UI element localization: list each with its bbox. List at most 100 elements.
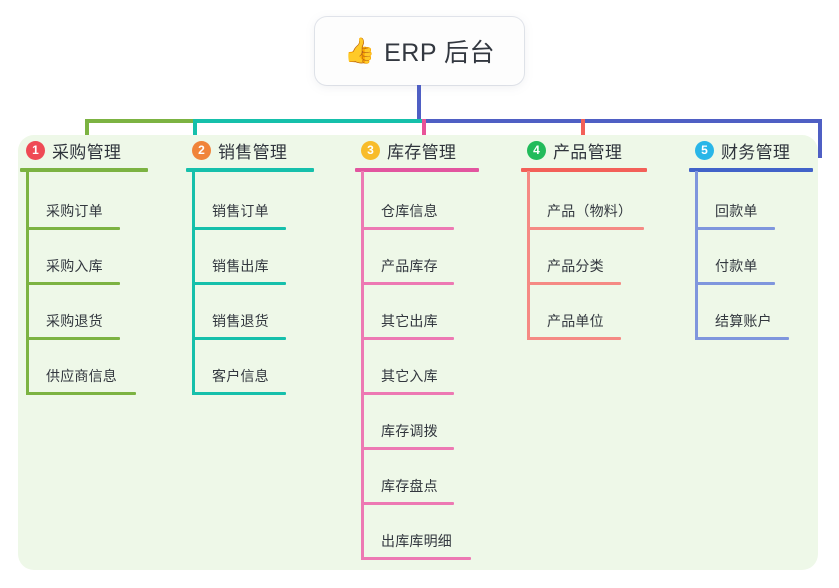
list-item-rule bbox=[361, 447, 454, 450]
list-item-rule bbox=[26, 282, 120, 285]
list-item-rule bbox=[527, 227, 644, 230]
list-item[interactable]: 销售出库 bbox=[192, 230, 306, 285]
list-item[interactable]: 库存盘点 bbox=[361, 450, 474, 505]
list-item-label: 回款单 bbox=[715, 203, 758, 219]
list-item[interactable]: 客户信息 bbox=[192, 340, 306, 395]
list-item-rule bbox=[26, 392, 136, 395]
list-item-rule bbox=[361, 557, 471, 560]
list-item-label: 客户信息 bbox=[212, 368, 269, 384]
list-item-rule bbox=[192, 337, 286, 340]
bus-teal-connector bbox=[193, 119, 422, 123]
list-item[interactable]: 结算账户 bbox=[695, 285, 809, 340]
list-item-label: 采购退货 bbox=[46, 313, 103, 329]
list-item[interactable]: 出库库明细 bbox=[361, 505, 491, 560]
list-item[interactable]: 回款单 bbox=[695, 175, 795, 230]
list-item-label: 库存盘点 bbox=[381, 478, 438, 494]
column-spine-inventory bbox=[361, 171, 364, 560]
root-node[interactable]: 👍 ERP 后台 bbox=[315, 17, 524, 85]
column-badge-sales: 2 bbox=[192, 140, 211, 160]
list-item[interactable]: 供应商信息 bbox=[26, 340, 156, 395]
column-rule-product bbox=[521, 168, 647, 172]
column-rule-inventory bbox=[355, 168, 479, 172]
list-item-rule bbox=[192, 227, 286, 230]
list-item[interactable]: 库存调拨 bbox=[361, 395, 474, 450]
list-item[interactable]: 采购入库 bbox=[26, 230, 140, 285]
list-item-rule bbox=[192, 392, 286, 395]
list-item-rule bbox=[26, 337, 120, 340]
bus-green-connector bbox=[85, 119, 193, 123]
list-item-label: 采购订单 bbox=[46, 203, 103, 219]
column-spine-finance bbox=[695, 171, 698, 340]
column-spine-product bbox=[527, 171, 530, 340]
list-item-label: 产品单位 bbox=[547, 313, 604, 329]
list-item-label: 付款单 bbox=[715, 258, 758, 274]
list-item-rule bbox=[695, 227, 775, 230]
column-header-purchase[interactable]: 1 采购管理 bbox=[20, 135, 148, 165]
list-item-label: 采购入库 bbox=[46, 258, 103, 274]
list-item-label: 产品分类 bbox=[547, 258, 604, 274]
column-badge-product: 4 bbox=[527, 140, 546, 160]
column-header-sales[interactable]: 2 销售管理 bbox=[186, 135, 314, 165]
list-item-label: 库存调拨 bbox=[381, 423, 438, 439]
column-header-product[interactable]: 4 产品管理 bbox=[521, 135, 647, 165]
list-item-label: 其它入库 bbox=[381, 368, 438, 384]
list-item[interactable]: 采购退货 bbox=[26, 285, 140, 340]
column-sales: 2 销售管理销售订单销售出库销售退货客户信息 bbox=[186, 135, 314, 395]
column-title-inventory: 库存管理 bbox=[387, 142, 457, 162]
list-item-rule bbox=[695, 337, 789, 340]
list-item-label: 出库库明细 bbox=[381, 533, 452, 549]
list-item[interactable]: 销售退货 bbox=[192, 285, 306, 340]
thumbs-up-icon: 👍 bbox=[343, 36, 376, 65]
list-item-label: 销售退货 bbox=[212, 313, 269, 329]
column-title-sales: 销售管理 bbox=[218, 142, 288, 162]
list-item-label: 产品（物料） bbox=[547, 203, 633, 219]
list-item-label: 销售订单 bbox=[212, 203, 269, 219]
bus-blue-connector bbox=[422, 119, 820, 123]
list-item[interactable]: 产品库存 bbox=[361, 230, 474, 285]
column-header-inventory[interactable]: 3 库存管理 bbox=[355, 135, 479, 165]
list-item-label: 其它出库 bbox=[381, 313, 438, 329]
list-item-rule bbox=[361, 392, 454, 395]
root-title: ERP 后台 bbox=[384, 39, 496, 67]
column-title-purchase: 采购管理 bbox=[52, 142, 122, 162]
list-item[interactable]: 产品（物料） bbox=[527, 175, 664, 230]
list-item-rule bbox=[361, 282, 454, 285]
list-item-label: 仓库信息 bbox=[381, 203, 438, 219]
column-badge-finance: 5 bbox=[695, 140, 714, 160]
column-badge-purchase: 1 bbox=[26, 140, 45, 160]
list-item-label: 产品库存 bbox=[381, 258, 438, 274]
column-title-product: 产品管理 bbox=[553, 142, 623, 162]
list-item[interactable]: 仓库信息 bbox=[361, 175, 474, 230]
column-rule-purchase bbox=[20, 168, 148, 172]
column-badge-inventory: 3 bbox=[361, 140, 380, 160]
list-item-rule bbox=[695, 282, 775, 285]
list-item-rule bbox=[361, 337, 454, 340]
mindmap-panel: 1 采购管理采购订单采购入库采购退货供应商信息 2 销售管理销售订单销售出库销售退货客… bbox=[18, 135, 818, 570]
list-item[interactable]: 产品分类 bbox=[527, 230, 641, 285]
list-item-label: 销售出库 bbox=[212, 258, 269, 274]
list-item-rule bbox=[192, 282, 286, 285]
column-inventory: 3 库存管理仓库信息产品库存其它出库其它入库库存调拨库存盘点出库库明细 bbox=[355, 135, 479, 560]
list-item[interactable]: 其它出库 bbox=[361, 285, 474, 340]
list-item[interactable]: 采购订单 bbox=[26, 175, 140, 230]
list-item-label: 结算账户 bbox=[715, 313, 772, 329]
column-rule-finance bbox=[689, 168, 813, 172]
column-product: 4 产品管理产品（物料） 产品分类产品单位 bbox=[521, 135, 647, 340]
drop-connector-finance bbox=[818, 119, 822, 158]
list-item[interactable]: 销售订单 bbox=[192, 175, 306, 230]
list-item[interactable]: 产品单位 bbox=[527, 285, 641, 340]
list-item-rule bbox=[527, 337, 621, 340]
root-stem-connector bbox=[417, 85, 421, 123]
list-item-rule bbox=[527, 282, 621, 285]
list-item-rule bbox=[361, 502, 454, 505]
column-rule-sales bbox=[186, 168, 314, 172]
list-item[interactable]: 付款单 bbox=[695, 230, 795, 285]
list-item-rule bbox=[361, 227, 454, 230]
column-purchase: 1 采购管理采购订单采购入库采购退货供应商信息 bbox=[20, 135, 148, 395]
list-item-rule bbox=[26, 227, 120, 230]
list-item-label: 供应商信息 bbox=[46, 368, 117, 384]
list-item[interactable]: 其它入库 bbox=[361, 340, 474, 395]
